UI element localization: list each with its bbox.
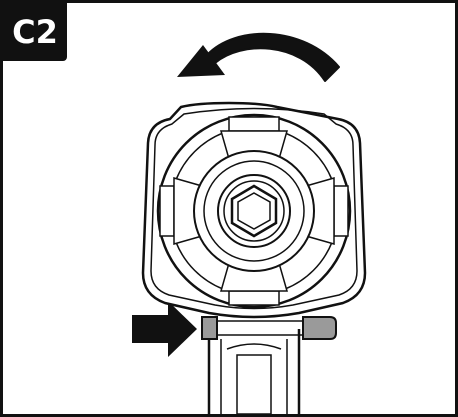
hex-socket <box>230 184 278 238</box>
figure-label-badge: C2 <box>3 3 67 61</box>
direction-selector-button <box>201 316 337 340</box>
drill-handle <box>207 329 301 414</box>
drill-front-view-diagram <box>132 32 367 414</box>
figure-label: C2 <box>12 13 58 51</box>
rotation-arrow-icon <box>177 32 340 82</box>
pointer-arrow-icon <box>132 301 197 357</box>
